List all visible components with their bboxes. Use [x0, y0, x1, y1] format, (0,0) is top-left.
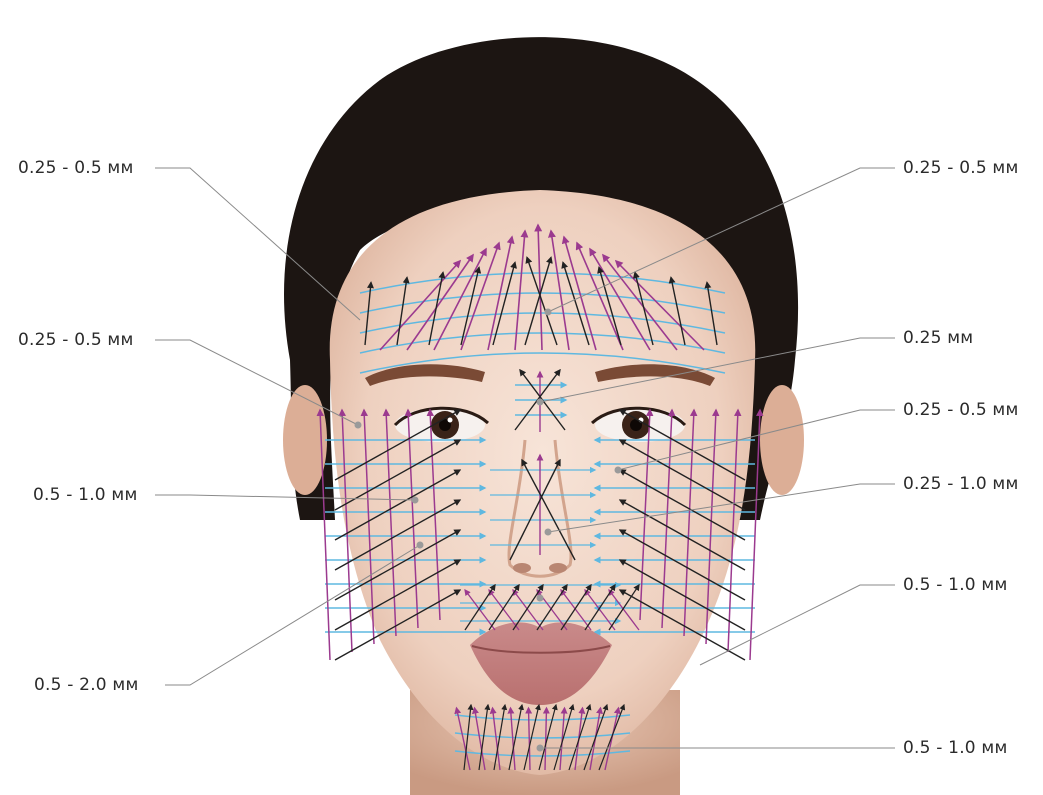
- label-forehead-left: 0.25 - 0.5 мм: [18, 158, 133, 178]
- label-glabella: 0.25 мм: [903, 328, 973, 348]
- label-chin: 0.5 - 1.0 мм: [903, 738, 1007, 758]
- left-nostril: [513, 563, 531, 573]
- label-nose: 0.25 - 1.0 мм: [903, 474, 1018, 494]
- right-nostril: [549, 563, 567, 573]
- label-upper-lip: 0.5 - 1.0 мм: [903, 575, 1007, 595]
- label-forehead-right: 0.25 - 0.5 мм: [903, 158, 1018, 178]
- left-ear: [283, 385, 327, 495]
- label-undereye-left: 0.25 - 0.5 мм: [18, 330, 133, 350]
- label-cheek-left: 0.5 - 1.0 мм: [33, 485, 137, 505]
- label-jaw-left: 0.5 - 2.0 мм: [34, 675, 138, 695]
- right-ear: [760, 385, 804, 495]
- label-undereye-right: 0.25 - 0.5 мм: [903, 400, 1018, 420]
